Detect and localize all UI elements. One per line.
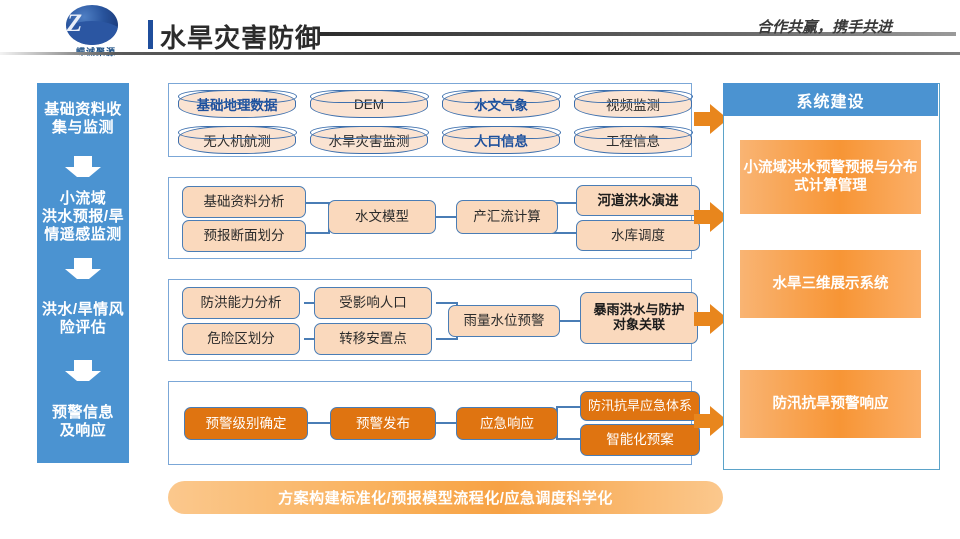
system-panel-item[interactable]: 水旱三维展示系统 bbox=[740, 250, 921, 318]
process-box[interactable]: 防汛抗旱应急体系 bbox=[580, 391, 700, 421]
data-cylinder[interactable]: 基础地理数据 bbox=[177, 89, 297, 118]
process-box[interactable]: 预报断面划分 bbox=[182, 220, 306, 252]
system-panel-title: 系统建设 bbox=[723, 83, 938, 116]
header-underline bbox=[0, 52, 960, 55]
connector bbox=[552, 232, 576, 234]
data-cylinder[interactable]: 水文气象 bbox=[441, 89, 561, 118]
connector bbox=[434, 422, 456, 424]
stage-label-2: 小流域洪水预报/旱情遥感监测 bbox=[37, 177, 129, 257]
data-cylinder[interactable]: 视频监测 bbox=[573, 89, 693, 118]
process-box[interactable]: 暴雨洪水与防护对象关联 bbox=[580, 292, 698, 344]
connector bbox=[556, 406, 580, 408]
process-box[interactable]: 雨量水位预警 bbox=[448, 305, 560, 337]
data-cylinder[interactable]: 工程信息 bbox=[573, 125, 693, 154]
logo-z-mark: Z bbox=[66, 10, 82, 37]
connector bbox=[306, 422, 330, 424]
process-box[interactable]: 水库调度 bbox=[576, 220, 700, 251]
system-panel-item[interactable]: 小流域洪水预警预报与分布式计算管理 bbox=[740, 140, 921, 214]
stage-label-1: 基础资料收集与监测 bbox=[37, 83, 129, 155]
connector bbox=[552, 320, 582, 322]
stage-label-4: 预警信息及响应 bbox=[37, 381, 129, 463]
process-box[interactable]: 危险区划分 bbox=[182, 323, 300, 355]
company-logo: Z 嵘诚聚源 bbox=[48, 4, 144, 58]
title-rule bbox=[318, 32, 956, 36]
process-box[interactable]: 智能化预案 bbox=[580, 424, 700, 456]
stage-label-3: 洪水/旱情风险评估 bbox=[37, 279, 129, 359]
process-box[interactable]: 水文模型 bbox=[328, 200, 436, 234]
system-panel-item[interactable]: 防汛抗旱预警响应 bbox=[740, 370, 921, 438]
logo-badge-icon bbox=[66, 5, 118, 45]
data-cylinder[interactable]: DEM bbox=[309, 89, 429, 118]
summary-banner: 方案构建标准化/预报模型流程化/应急调度科学化 bbox=[168, 481, 723, 514]
data-cylinder[interactable]: 水旱灾害监测 bbox=[309, 125, 429, 154]
process-box[interactable]: 应急响应 bbox=[456, 407, 558, 440]
title-accent-bar bbox=[148, 20, 153, 49]
connector bbox=[556, 438, 580, 440]
data-cylinder[interactable]: 人口信息 bbox=[441, 125, 561, 154]
process-box[interactable]: 转移安置点 bbox=[314, 323, 432, 355]
process-box[interactable]: 基础资料分析 bbox=[182, 186, 306, 218]
connector bbox=[304, 232, 330, 234]
page-title: 水旱灾害防御 bbox=[160, 23, 323, 53]
process-box[interactable]: 预警发布 bbox=[330, 407, 436, 440]
process-box[interactable]: 预警级别确定 bbox=[184, 407, 308, 440]
connector bbox=[304, 202, 330, 204]
process-box[interactable]: 河道洪水演进 bbox=[576, 185, 700, 216]
connector bbox=[436, 338, 458, 340]
header-tagline: 合作共赢，携手共进 bbox=[756, 19, 892, 36]
process-box[interactable]: 受影响人口 bbox=[314, 287, 432, 319]
connector bbox=[436, 302, 458, 304]
connector bbox=[434, 216, 458, 218]
data-cylinder[interactable]: 无人机航测 bbox=[177, 125, 297, 154]
process-box[interactable]: 产汇流计算 bbox=[456, 200, 558, 234]
connector bbox=[552, 202, 576, 204]
process-box[interactable]: 防洪能力分析 bbox=[182, 287, 300, 319]
